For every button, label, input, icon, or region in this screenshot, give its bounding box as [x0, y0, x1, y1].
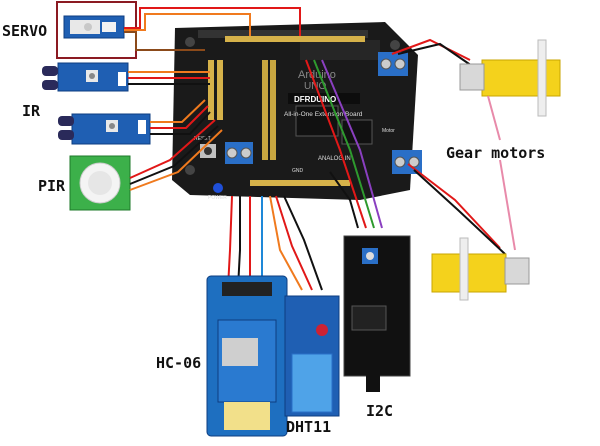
hc06-wires: [227, 195, 263, 289]
board-power-label: POWER: [208, 195, 227, 201]
ir-sensor-2: [58, 113, 151, 145]
servo-label: SERVO: [2, 22, 47, 40]
gear-motor-pointers: [487, 95, 516, 251]
digital-header: [225, 36, 365, 42]
dht11-label: DHT11: [286, 418, 331, 436]
power-led: [213, 183, 223, 193]
ir-label: IR: [22, 102, 41, 120]
gear-motor-1: [459, 39, 561, 117]
arduino-board: Arduino UNO DFRDUINO All-in-One Extensio…: [172, 22, 422, 201]
i2c-module: [343, 235, 411, 392]
ir2-wires: [150, 99, 211, 135]
pir-wires: [129, 119, 223, 191]
i2c-label: I2C: [366, 402, 393, 420]
board-subtitle: All-in-One Extension Board: [284, 111, 363, 118]
board-analog-label: ANALOG IN: [318, 156, 351, 162]
pir-sensor: [69, 155, 131, 211]
analog-header: [250, 180, 350, 186]
dht11-module: [284, 295, 340, 417]
board-motor-label: Motor: [382, 128, 395, 134]
board-gnd-label: GND: [292, 168, 304, 174]
board-power-terminal: [225, 142, 253, 164]
motor-terminal-2: [392, 150, 422, 174]
servo-wires: [124, 7, 301, 51]
ir-sensor-1: [42, 62, 129, 92]
pir-label: PIR: [38, 177, 66, 195]
board-brand-logo: DFRDUINO: [294, 95, 336, 104]
motor-terminal-1: [378, 52, 408, 76]
gear-motor-2: [431, 237, 530, 301]
dht11-wires: [269, 195, 323, 291]
hc06-label: HC-06: [156, 354, 201, 372]
ir1-wires: [128, 71, 210, 85]
gear-motors-label: Gear motors: [446, 144, 545, 162]
motor-wires: [391, 38, 506, 255]
reset-button: [200, 144, 216, 158]
hc06-module: [206, 275, 288, 437]
i2c-wires: [305, 59, 383, 229]
